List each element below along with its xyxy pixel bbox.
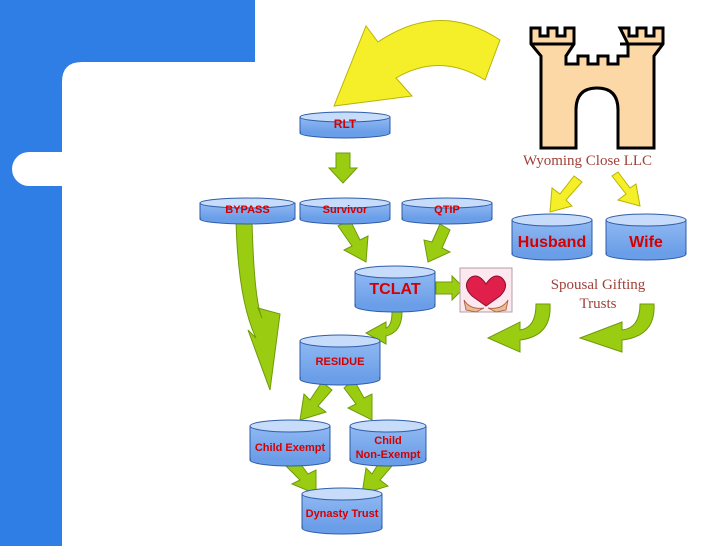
- rlt-to-survivor-arrow: [327, 152, 359, 184]
- wife-label: Wife: [629, 234, 663, 251]
- residue-to-child-exempt-arrow: [299, 381, 333, 421]
- cylinder-child-exempt: [249, 419, 331, 467]
- cylinder-survivor: [299, 197, 391, 225]
- cylinder-wife: [605, 213, 687, 261]
- cylinder-rlt: [299, 111, 391, 139]
- cylinder-tclat: [354, 265, 436, 313]
- qtip-to-tclat-arrow: [423, 223, 452, 263]
- cylinder-husband: [511, 213, 593, 261]
- child-nonexempt-label-line2: Non-Exempt: [355, 449, 421, 461]
- castle-icon: [529, 26, 665, 150]
- bypass-label: BYPASS: [225, 204, 270, 216]
- cylinder-dynasty-trust: [301, 487, 383, 535]
- child-exempt-label: Child Exempt: [254, 442, 326, 454]
- heart-in-hands-icon: [459, 267, 513, 313]
- castle-to-rlt-arrow: [333, 20, 501, 107]
- wyoming-to-wife-arrow: [611, 171, 641, 207]
- dynasty-trust-label: Dynasty Trust: [305, 508, 379, 520]
- husband-gift-arrow: [486, 303, 551, 353]
- spousal-gifting-label-line2: Trusts: [579, 296, 617, 312]
- residue-label: RESIDUE: [315, 356, 365, 368]
- survivor-label: Survivor: [322, 204, 368, 216]
- tclat-label: TCLAT: [369, 281, 421, 298]
- cylinder-bypass: [199, 197, 296, 225]
- bypass-long-arrow: [235, 219, 281, 391]
- wife-gift-arrow: [578, 303, 655, 353]
- cylinder-residue: [299, 334, 381, 386]
- wyoming-close-llc-label: Wyoming Close LLC: [522, 153, 653, 169]
- rlt-label: RLT: [333, 117, 357, 131]
- child-nonexempt-label-line1: Child: [374, 435, 402, 447]
- tclat-to-heart-arrow: [435, 274, 465, 302]
- cylinder-qtip: [401, 197, 493, 225]
- wyoming-to-husband-arrow: [549, 175, 583, 213]
- spousal-gifting-label-line1: Spousal Gifting: [550, 277, 646, 293]
- husband-label: Husband: [517, 234, 587, 251]
- child-nonexempt-to-dynasty-arrow: [361, 457, 393, 495]
- cylinder-child-nonexempt: [349, 419, 427, 467]
- qtip-label: QTIP: [434, 204, 460, 216]
